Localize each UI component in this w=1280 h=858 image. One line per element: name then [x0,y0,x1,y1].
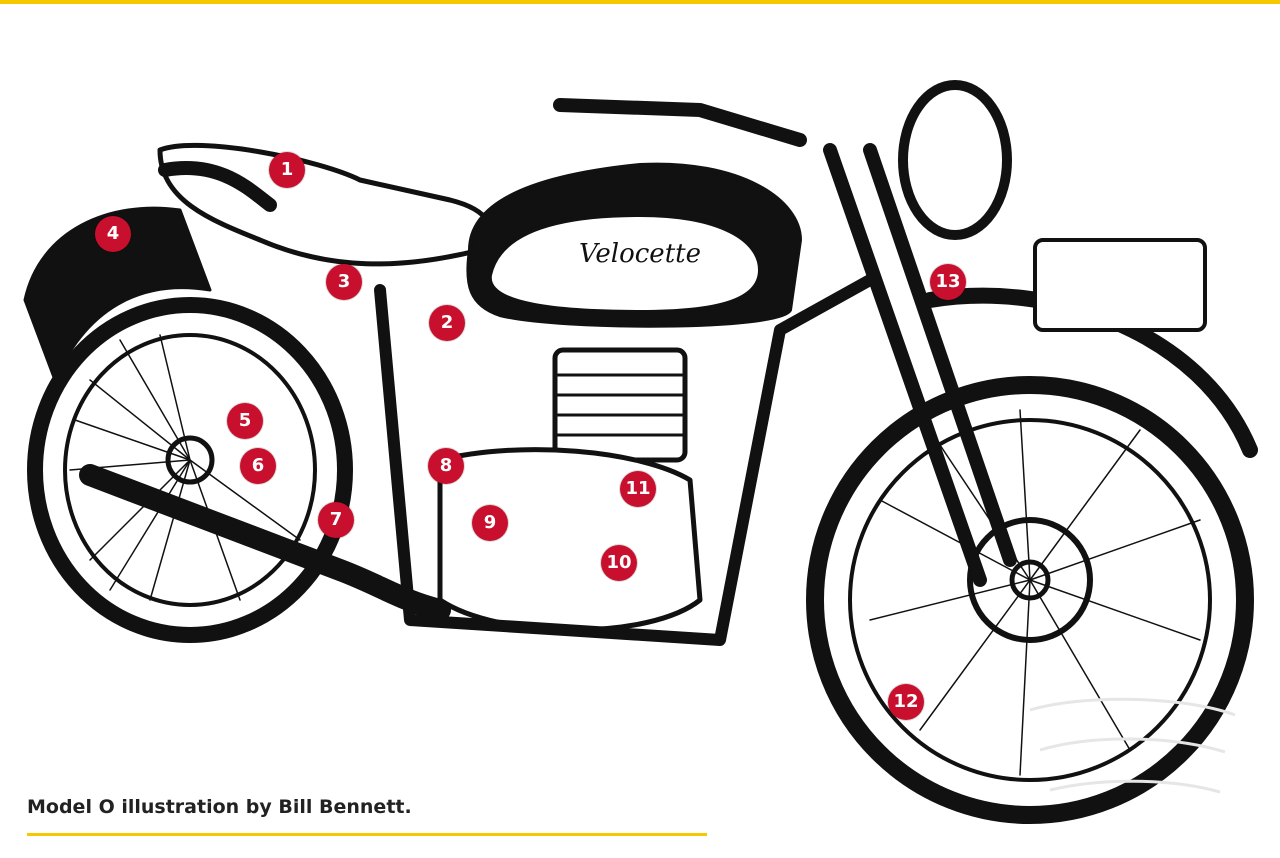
watermark-logo [1029,697,1236,794]
marker-6: 6 [240,448,276,484]
marker-4: 4 [95,216,131,252]
rear-wheel [27,297,353,643]
figure-caption: Model O illustration by Bill Bennett. [27,796,412,818]
number-plate [1033,238,1207,332]
marker-10: 10 [601,545,637,581]
exhaust-pipe [79,464,451,621]
marker-7: 7 [318,502,354,538]
engine-cylinder [552,347,688,463]
top-accent-rule [0,0,1280,4]
marker-5: 5 [227,403,263,439]
marker-3: 3 [326,264,362,300]
front-forks [823,143,1017,587]
marker-13: 13 [930,264,966,300]
marker-12: 12 [888,684,924,720]
marker-9: 9 [472,505,508,541]
marker-11: 11 [620,471,656,507]
crankcase [437,447,703,633]
marker-2: 2 [429,305,465,341]
seat [157,142,493,267]
headlamp [898,80,1012,240]
handlebar [553,98,807,147]
tank-badge: Velocette [579,239,701,269]
rear-mudguard [23,206,212,382]
frame [374,274,876,646]
marker-8: 8 [428,448,464,484]
marker-1: 1 [269,152,305,188]
caption-underline [27,833,707,836]
